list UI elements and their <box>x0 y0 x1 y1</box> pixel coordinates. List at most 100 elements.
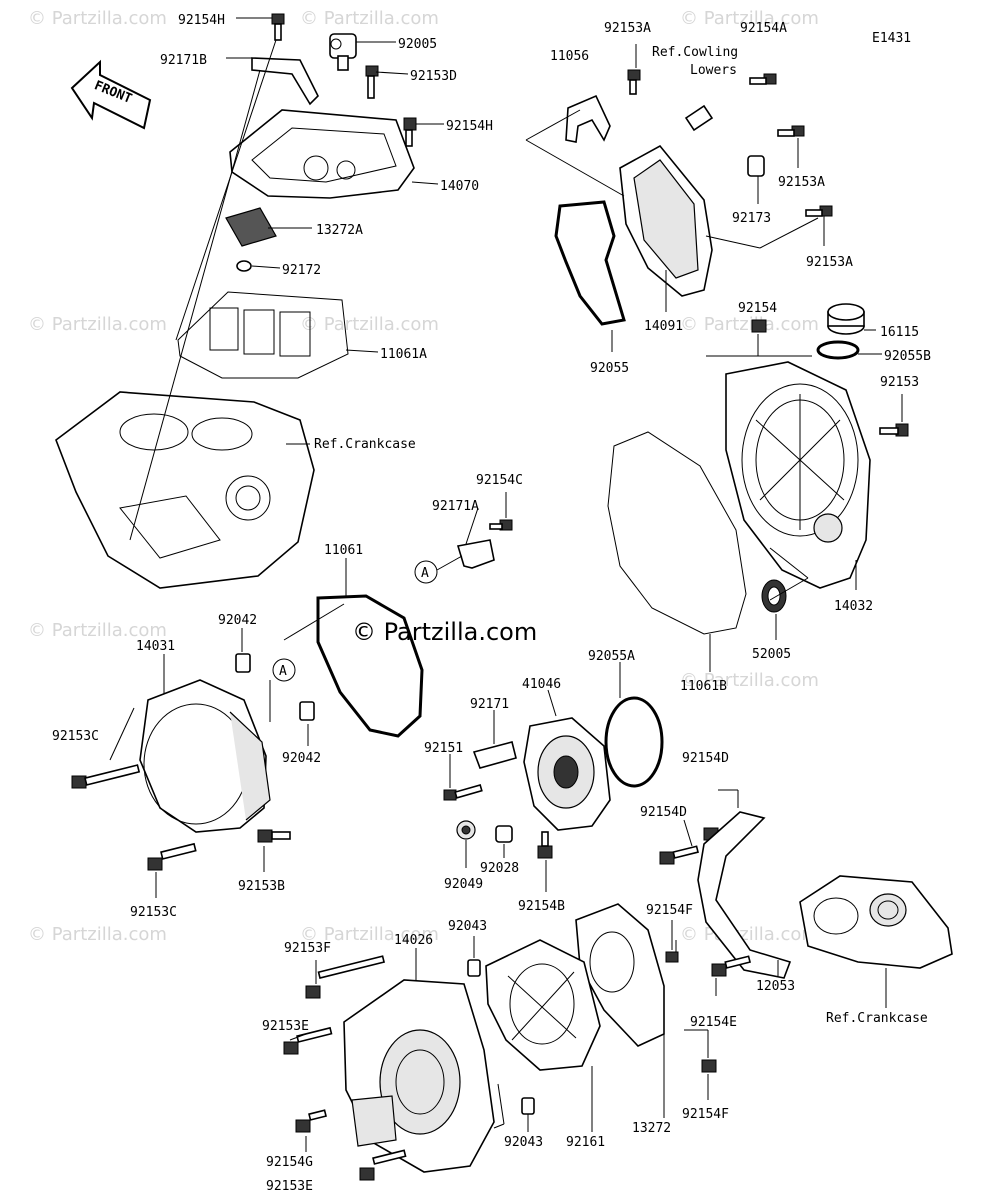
part-label: 14070 <box>440 179 479 194</box>
bracket-92171a <box>456 539 495 569</box>
part-label: 92154D <box>640 805 687 820</box>
part-label: 92171 <box>470 697 509 712</box>
part-label: 92153C <box>130 905 177 920</box>
watermark: © Partzilla.com <box>680 670 819 691</box>
bolt-icon <box>489 519 513 531</box>
part-label: 52005 <box>752 647 791 662</box>
screw-icon <box>236 260 252 272</box>
bolt-icon <box>295 1109 327 1133</box>
part-label: 92154G <box>266 1155 313 1170</box>
bolt-icon <box>403 117 417 147</box>
bolt-icon <box>257 829 291 843</box>
clutch-cover-14032 <box>725 361 871 589</box>
bracket-92171a-group: A <box>414 492 513 584</box>
front-arrow: FRONT <box>70 59 152 130</box>
gasket-11061b <box>607 431 747 635</box>
cam-cover-14070 <box>229 109 415 199</box>
watermark: © Partzilla.com <box>28 620 167 641</box>
part-label: 14091 <box>644 319 683 334</box>
part-label: 92055 <box>590 361 629 376</box>
part-label: 92153F <box>284 941 331 956</box>
washer-icon <box>456 820 476 840</box>
gasket-11061 <box>316 594 424 738</box>
watermark: © Partzilla.com <box>28 8 167 29</box>
dowel-icon <box>521 1097 535 1115</box>
part-label: 14031 <box>136 639 175 654</box>
part-label: 92043 <box>448 919 487 934</box>
bolt-icon <box>271 13 285 41</box>
bracket-12053-group <box>659 789 953 1008</box>
part-label: 92028 <box>480 861 519 876</box>
bolt-icon <box>305 955 386 999</box>
part-label: 92049 <box>444 877 483 892</box>
bolt-icon <box>665 951 679 963</box>
bolt-icon <box>537 831 553 859</box>
watermark: © Partzilla.com <box>680 924 819 945</box>
bolt-icon <box>443 783 483 801</box>
part-label: 92154D <box>682 751 729 766</box>
pump-group <box>443 662 664 892</box>
callout-a: A <box>421 566 429 581</box>
part-label: Lowers <box>690 63 737 78</box>
part-label: 92154F <box>646 903 693 918</box>
part-label: 12053 <box>756 979 795 994</box>
part-label: 92171A <box>432 499 479 514</box>
part-label: 13272A <box>316 223 363 238</box>
o-ring-92055a <box>604 696 664 788</box>
part-label: 92153A <box>778 175 825 190</box>
clip-icon <box>684 104 714 132</box>
watermark: © Partzilla.com <box>300 314 439 335</box>
part-label: 14032 <box>834 599 873 614</box>
dowel-icon <box>299 701 315 721</box>
bolt-icon <box>147 842 197 871</box>
part-label: 92171B <box>160 53 207 68</box>
part-label: 92153B <box>238 879 285 894</box>
callout-a-circle <box>414 560 438 584</box>
part-label: Ref.Crankcase <box>314 437 416 452</box>
bolt-icon <box>749 73 777 85</box>
bolt-icon <box>365 65 379 99</box>
watermark-center: © Partzilla.com <box>352 618 537 646</box>
part-label: 11056 <box>550 49 589 64</box>
part-label: 92042 <box>282 751 321 766</box>
sensor-92005 <box>329 33 357 71</box>
part-label: 92055B <box>884 349 931 364</box>
part-label: 11061A <box>380 347 427 362</box>
bolt-icon <box>283 1026 333 1055</box>
bolt-icon <box>777 125 805 137</box>
part-label: 13272 <box>632 1121 671 1136</box>
callout-a-circle <box>272 658 296 682</box>
part-label: 92153E <box>262 1019 309 1034</box>
part-label: 92154B <box>518 899 565 914</box>
pulser-cover-group <box>525 44 833 352</box>
watermark: © Partzilla.com <box>300 8 439 29</box>
part-label: 92154C <box>476 473 523 488</box>
oil-cap-16115 <box>827 303 865 335</box>
generator-cover-group <box>71 558 424 898</box>
bracket-12053 <box>697 811 792 979</box>
bolt-icon <box>359 1149 407 1181</box>
part-label: 92153A <box>806 255 853 270</box>
part-label: 92153C <box>52 729 99 744</box>
mesh-13272a <box>225 207 277 247</box>
bracket-92171b <box>251 57 319 106</box>
part-labels: 92154H 92171B 92005 92153D 92154H 14070 … <box>52 13 931 1194</box>
watermark: © Partzilla.com <box>680 8 819 29</box>
gasket-92055 <box>554 200 626 326</box>
part-label: 92151 <box>424 741 463 756</box>
callout-a: A <box>279 664 287 679</box>
diagram-code: E1431 <box>872 31 911 46</box>
bolt-icon <box>711 955 751 977</box>
bolt-icon <box>879 423 909 437</box>
part-label: 92154E <box>690 1015 737 1030</box>
part-label: 92154 <box>738 301 777 316</box>
cam-cover-group <box>55 13 444 589</box>
part-label: 92154A <box>740 21 787 36</box>
bolt-icon <box>659 845 699 865</box>
part-label: 16115 <box>880 325 919 340</box>
part-label: 92154F <box>682 1107 729 1122</box>
sprocket-cover-group <box>283 903 717 1181</box>
bolt-icon <box>805 205 833 217</box>
part-label: 92153 <box>880 375 919 390</box>
